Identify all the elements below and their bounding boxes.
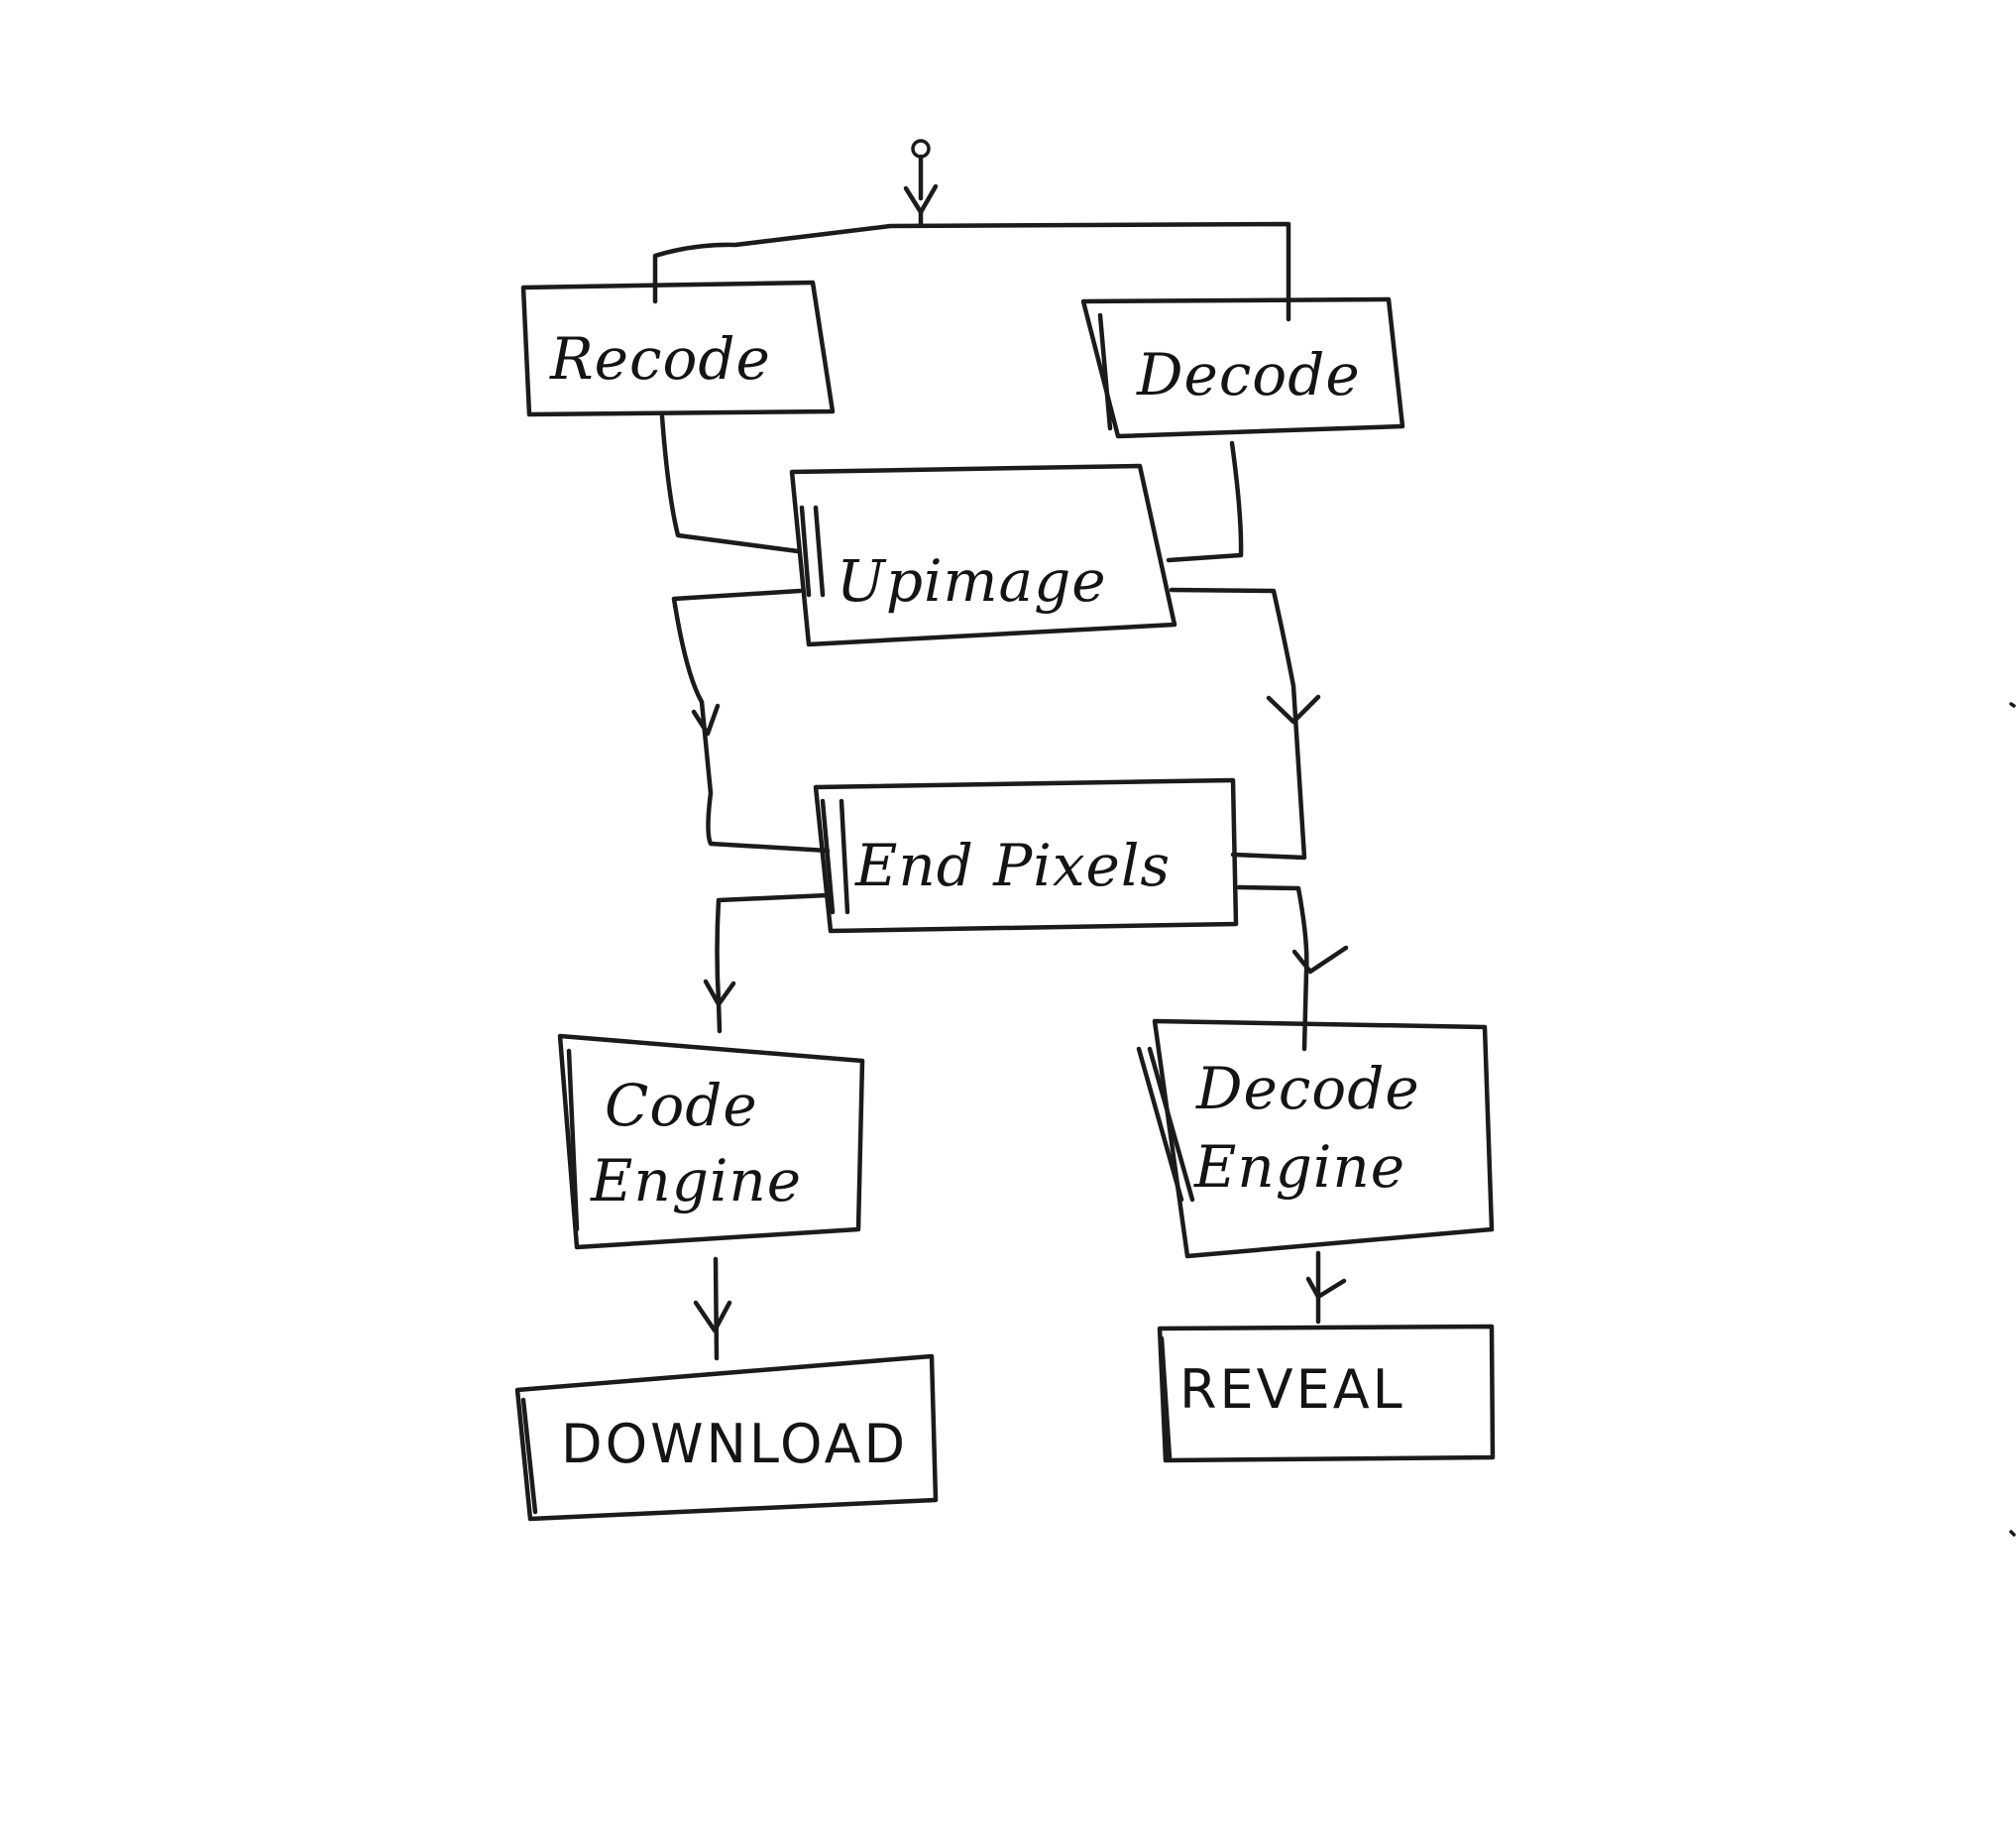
code-engine-to-download-connector: [713, 1256, 720, 1361]
download-label: DOWNLOAD: [561, 1413, 908, 1475]
reveal-box: REVEAL: [1157, 1324, 1496, 1463]
recode-to-upimage-connector: [659, 413, 801, 554]
download-box: DOWNLOAD: [514, 1353, 939, 1522]
reveal-label: REVEAL: [1179, 1358, 1405, 1421]
upimage-right-branch: [1169, 587, 1307, 861]
upimage-right-arrow: [1266, 694, 1321, 725]
edge-mark-top: [2009, 702, 2016, 708]
code-engine-line2: Engine: [590, 1147, 802, 1214]
decode-engine-box: Decode Engine: [1136, 1018, 1495, 1259]
upimage-left-branch: [671, 588, 831, 854]
upimage-left-arrow: [691, 703, 721, 737]
start-node: [903, 139, 939, 215]
code-engine-to-download-arrow: [693, 1300, 732, 1333]
upimage-box: Upimage: [789, 463, 1177, 647]
decode-engine-line2: Engine: [1193, 1133, 1405, 1201]
end-pixels-right-arrow: [1291, 945, 1349, 975]
decode-top-label: Decode: [1136, 341, 1361, 408]
recode-label: Recode: [549, 325, 771, 393]
upimage-label: Upimage: [837, 547, 1107, 615]
edge-mark-bottom: [2009, 1530, 2016, 1537]
recode-box: Recode: [520, 280, 836, 417]
code-engine-line1: Code: [605, 1072, 758, 1139]
end-pixels-box: End Pixels: [813, 777, 1239, 934]
decode-engine-line1: Decode: [1195, 1055, 1420, 1122]
end-pixels-left-arrow: [703, 979, 736, 1007]
decode-engine-to-reveal-arrow: [1305, 1276, 1347, 1300]
end-pixels-label: End Pixels: [854, 832, 1171, 899]
decode-to-upimage-connector: [1166, 440, 1244, 563]
end-pixels-left-branch: [715, 892, 831, 1034]
start-split-connector: [652, 207, 1291, 322]
code-engine-box: Code Engine: [557, 1033, 865, 1250]
decode-top-box: Decode: [1080, 296, 1405, 439]
